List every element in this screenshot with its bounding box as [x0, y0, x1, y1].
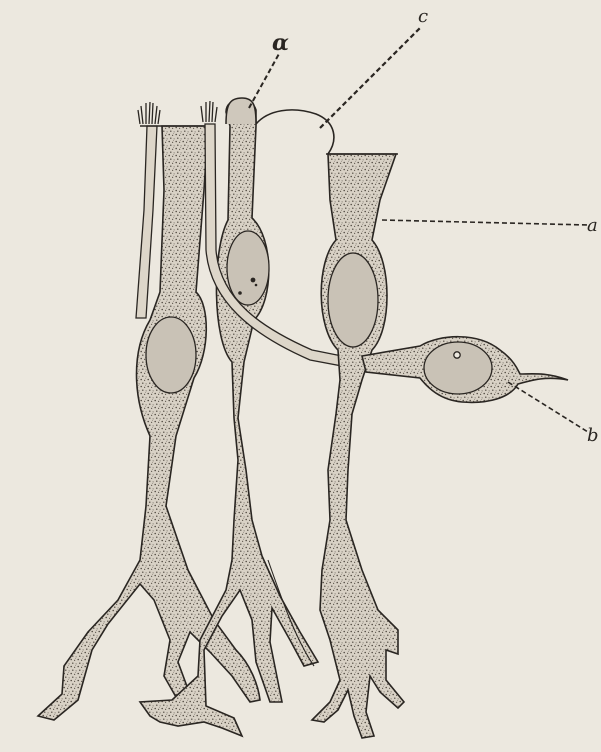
- leader-line-c: [320, 28, 420, 128]
- brush-tuft-middle: [201, 101, 217, 122]
- fiber-rod-left: [136, 126, 157, 318]
- label-c: c: [418, 6, 428, 27]
- nucleus-sensory: [424, 342, 492, 394]
- supporting-cell-right: [312, 154, 404, 738]
- label-b: b: [587, 425, 599, 446]
- nucleus-middle: [227, 231, 269, 305]
- label-a: a: [587, 215, 598, 236]
- nucleus-right: [328, 253, 378, 347]
- nucleolus-middle-3: [255, 284, 258, 287]
- nucleolus-middle-2: [238, 291, 242, 295]
- leader-line-a: [382, 220, 588, 225]
- brush-tuft-left: [138, 102, 160, 124]
- nucleolus-middle-1: [251, 278, 256, 283]
- mucus-bulge: [256, 110, 334, 154]
- nucleolus-sensory: [454, 352, 460, 358]
- leader-line-b: [508, 382, 588, 432]
- label-alpha: α: [272, 30, 289, 56]
- nucleus-left: [146, 317, 196, 393]
- cap-alpha: [226, 98, 256, 124]
- leader-line-alpha: [249, 52, 280, 108]
